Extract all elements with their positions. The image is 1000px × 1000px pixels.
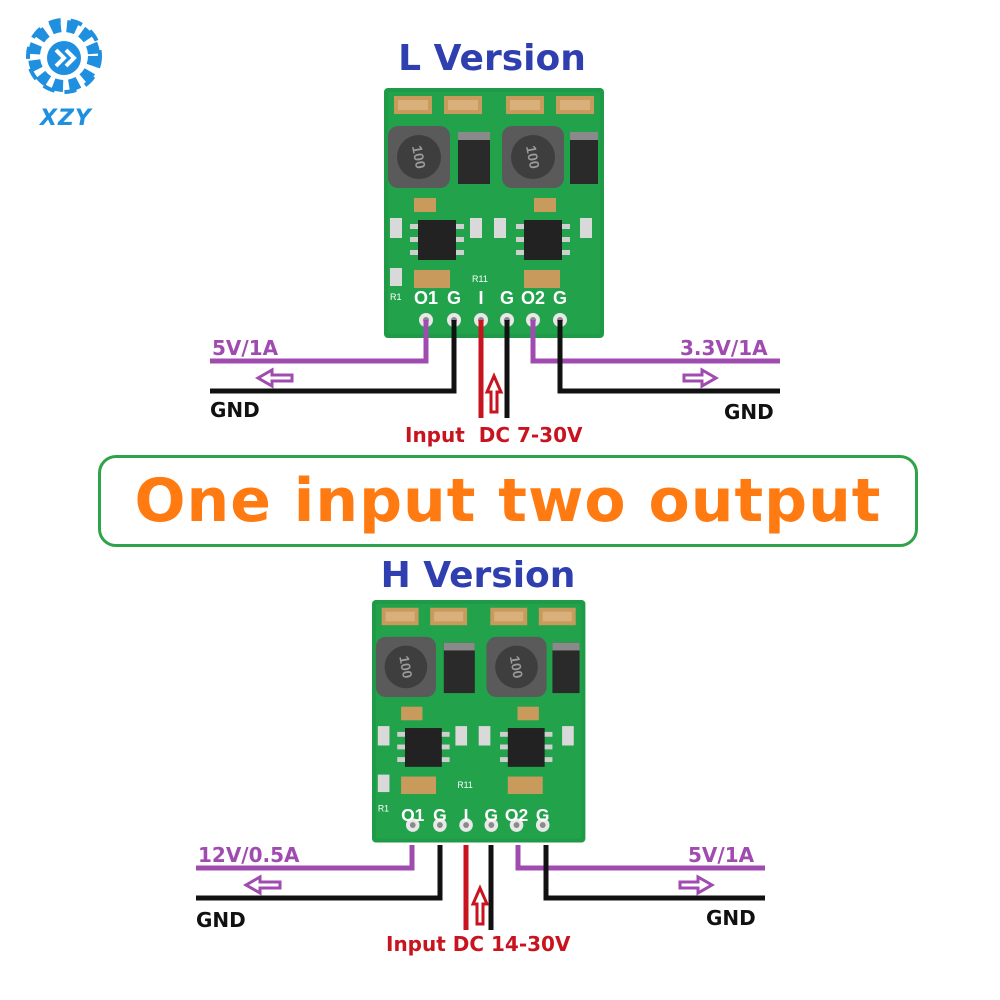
pin-label: G [553, 288, 567, 308]
h-out1-label: 12V/0.5A [198, 843, 300, 867]
arrow-right-icon [678, 874, 716, 896]
pin-label: O1 [414, 288, 438, 308]
silk-label: R1 [378, 803, 389, 813]
silk-label: R1 [390, 292, 402, 302]
board-h: O1 G I G O2 G R1 R11 100 100 [372, 600, 586, 843]
board-l: O1 G I G O2 G R1 R11 100 100 [384, 88, 604, 338]
arrow-up-icon [470, 884, 490, 926]
pin-label: G [433, 805, 447, 825]
h-gnd-left-label: GND [196, 908, 246, 932]
h-version-title: H Version [380, 555, 576, 596]
gear-icon [26, 18, 102, 94]
inductor-marking: 100 [396, 655, 415, 680]
l-gnd-left-label: GND [210, 398, 260, 422]
logo-text: XZY [40, 106, 92, 131]
pin-label: G [536, 805, 550, 825]
l-out1-label: 5V/1A [212, 336, 279, 360]
inductor-marking: 100 [523, 144, 543, 170]
pin-label: O2 [505, 805, 528, 825]
pin-label: O1 [401, 805, 425, 825]
pin-label: O2 [521, 288, 545, 308]
arrow-left-icon [242, 874, 282, 896]
l-out2-label: 3.3V/1A [680, 336, 768, 360]
inductor-marking: 100 [507, 655, 526, 680]
arrow-left-icon [254, 367, 294, 389]
arrow-up-icon [484, 372, 504, 414]
silk-label: R11 [472, 274, 488, 284]
wires-l [210, 320, 780, 418]
banner-text: One input two output [134, 466, 882, 536]
l-input-label: Input DC 7-30V [405, 423, 583, 447]
h-input-label: Input DC 14-30V [386, 932, 571, 956]
inductor-marking: 100 [409, 144, 429, 170]
h-gnd-right-label: GND [706, 906, 756, 930]
pin-label: I [478, 288, 483, 308]
xzy-logo: XZY [14, 6, 114, 136]
pin-label: G [500, 288, 514, 308]
silk-label: R11 [457, 780, 472, 790]
pin-label: G [447, 288, 461, 308]
l-version-title: L Version [398, 38, 586, 79]
wires-h [196, 845, 765, 930]
pin-label: I [464, 805, 469, 825]
l-gnd-right-label: GND [724, 400, 774, 424]
pin-label: G [485, 805, 499, 825]
arrow-right-icon [682, 367, 720, 389]
banner: One input two output [98, 455, 918, 547]
h-out2-label: 5V/1A [688, 843, 755, 867]
